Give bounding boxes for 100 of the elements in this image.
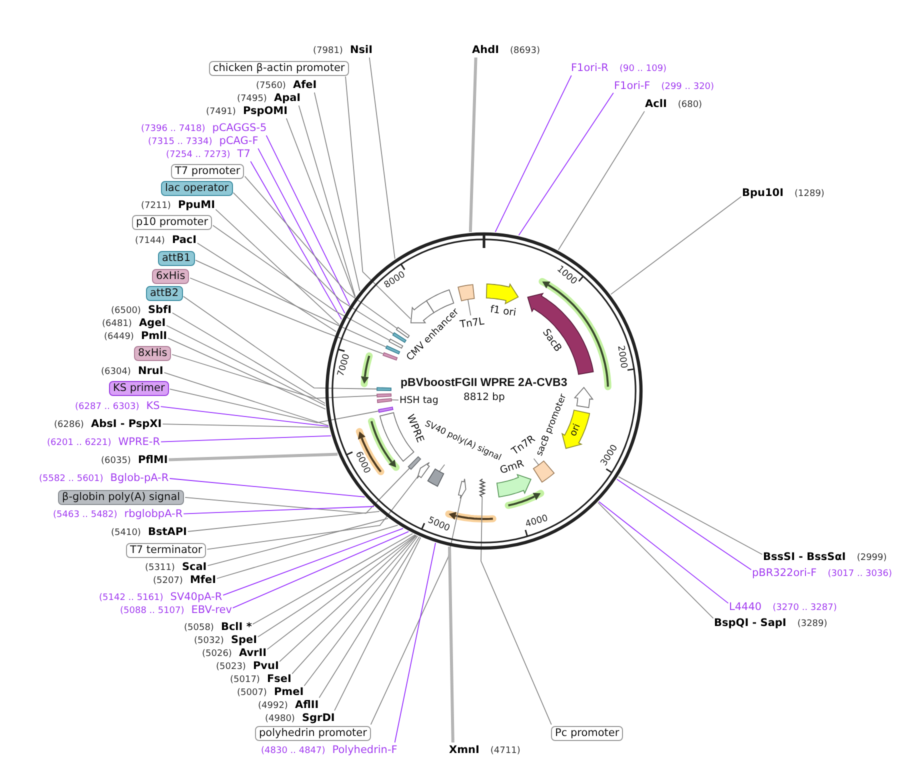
cut-position: (5026) (202, 648, 232, 660)
leader-line (187, 510, 380, 532)
enzyme-name: PspOMI (242, 104, 288, 116)
feature-segment (391, 331, 408, 344)
scale-number: 4000 (524, 514, 550, 531)
cut-position: (6449) (104, 330, 134, 342)
cut-position: (6481) (102, 318, 132, 330)
leader-line (252, 533, 414, 625)
enzyme-name: AvrII (238, 646, 267, 658)
leader-line (160, 406, 329, 427)
leader-line (368, 57, 396, 260)
primer-name: L4440 (729, 600, 762, 612)
enzyme-name: BstAPI (148, 526, 187, 538)
feature-segment (382, 351, 399, 361)
leader-line (195, 260, 387, 348)
leader-line (438, 464, 446, 472)
enzyme-name: NsiI (350, 44, 372, 56)
enzyme-name: PmlI (140, 330, 168, 342)
feature-segment (376, 386, 393, 392)
leader-line (184, 468, 410, 514)
leader-line (257, 534, 416, 638)
primer-range: (5088 .. 5107) (120, 604, 184, 616)
cut-position: (7491) (206, 106, 236, 118)
feature-label: KS primer (109, 380, 169, 396)
primer-name: rbglobpA-R (124, 508, 183, 520)
feature-label: chicken β-actin promoter (209, 60, 349, 76)
cut-position: (5410) (111, 526, 141, 538)
enzyme-name: AhdI (472, 44, 500, 56)
leader-line (244, 176, 398, 329)
leader-line (480, 496, 552, 726)
cut-position: (5023) (216, 660, 246, 672)
primer-name: pCAG-F (219, 134, 258, 146)
leader-line (215, 208, 340, 326)
primer-range: (6201 .. 6221) (47, 436, 112, 448)
cut-position: (1289) (794, 188, 824, 200)
primer-name: pBR322ori-F (752, 566, 817, 578)
leader-line (232, 531, 410, 608)
enzyme-name: SbfI (148, 304, 172, 316)
feature-mark (478, 477, 486, 498)
primer-name: F1ori-F (614, 80, 650, 92)
cut-position: (7560) (256, 80, 286, 92)
feature-label: β-globin poly(A) signal (58, 490, 184, 504)
feature-segment (377, 406, 394, 414)
enzyme-name: ApaI (274, 92, 301, 104)
enzyme-name: PvuI (252, 660, 279, 672)
leader-line (266, 534, 416, 650)
leader-line (304, 536, 418, 686)
cut-position: (5032) (194, 634, 224, 646)
feature-label: attB1 (158, 250, 195, 266)
leader-line (390, 399, 399, 401)
cut-position: (7211) (141, 200, 171, 212)
enzyme-name: BclI * (220, 620, 252, 632)
leader-line (334, 536, 422, 712)
leader-line (494, 74, 572, 232)
enzyme-name: PflMI (138, 454, 168, 466)
leader-line (166, 325, 326, 406)
primer-name: F1ori-R (571, 62, 608, 74)
feature-segment (376, 392, 393, 398)
feature-segment (416, 461, 431, 480)
cut-position: (5311) (145, 562, 175, 574)
leader-line (216, 524, 398, 579)
cut-position: (7144) (135, 234, 165, 246)
leader-line (160, 435, 332, 442)
leader-line (618, 476, 763, 555)
cut-position: (4992) (258, 700, 288, 712)
enzyme-name: Bpu10I (742, 186, 784, 198)
enzyme-name: AclI (645, 98, 667, 110)
cut-position: (6035) (101, 454, 131, 466)
enzyme-name: NruI (138, 364, 164, 376)
feature-name: WPRE (403, 413, 425, 444)
leader-line (318, 536, 420, 698)
leader-line (172, 354, 378, 399)
leader-line (250, 160, 342, 320)
leader-line (598, 501, 729, 604)
leader-line (292, 535, 418, 674)
feature-label: 8xHis (134, 346, 172, 360)
enzyme-name: AgeI (138, 316, 166, 328)
primer-range: (3270 .. 3287) (772, 602, 837, 614)
enzyme-name: PacI (172, 234, 197, 246)
leader-line (616, 478, 752, 570)
feature-segment (573, 386, 594, 409)
leader-line (207, 518, 388, 566)
cut-position: (7495) (237, 92, 267, 104)
leader-line (448, 546, 454, 743)
primer-range: (5142 .. 5161) (99, 592, 164, 604)
leader-line (169, 478, 366, 498)
plasmid-name: pBVboostFGII WPRE 2A-CVB3 (400, 376, 568, 390)
leader-line (182, 296, 378, 390)
primer-range: (4830 .. 4847) (261, 744, 326, 756)
primer-name: T7 (237, 148, 250, 160)
feature-name: f1 ori (489, 304, 517, 320)
cut-position: (6304) (101, 366, 131, 378)
leader-line (518, 92, 614, 236)
cut-position: (5017) (230, 674, 260, 686)
leader-line (468, 57, 478, 232)
enzyme-name: ScaI (182, 560, 207, 572)
cut-position: (4711) (490, 744, 520, 756)
enzyme-name: PmeI (274, 686, 304, 698)
cut-position: (4980) (265, 712, 295, 724)
primer-range: (6287 .. 6303) (75, 400, 140, 412)
